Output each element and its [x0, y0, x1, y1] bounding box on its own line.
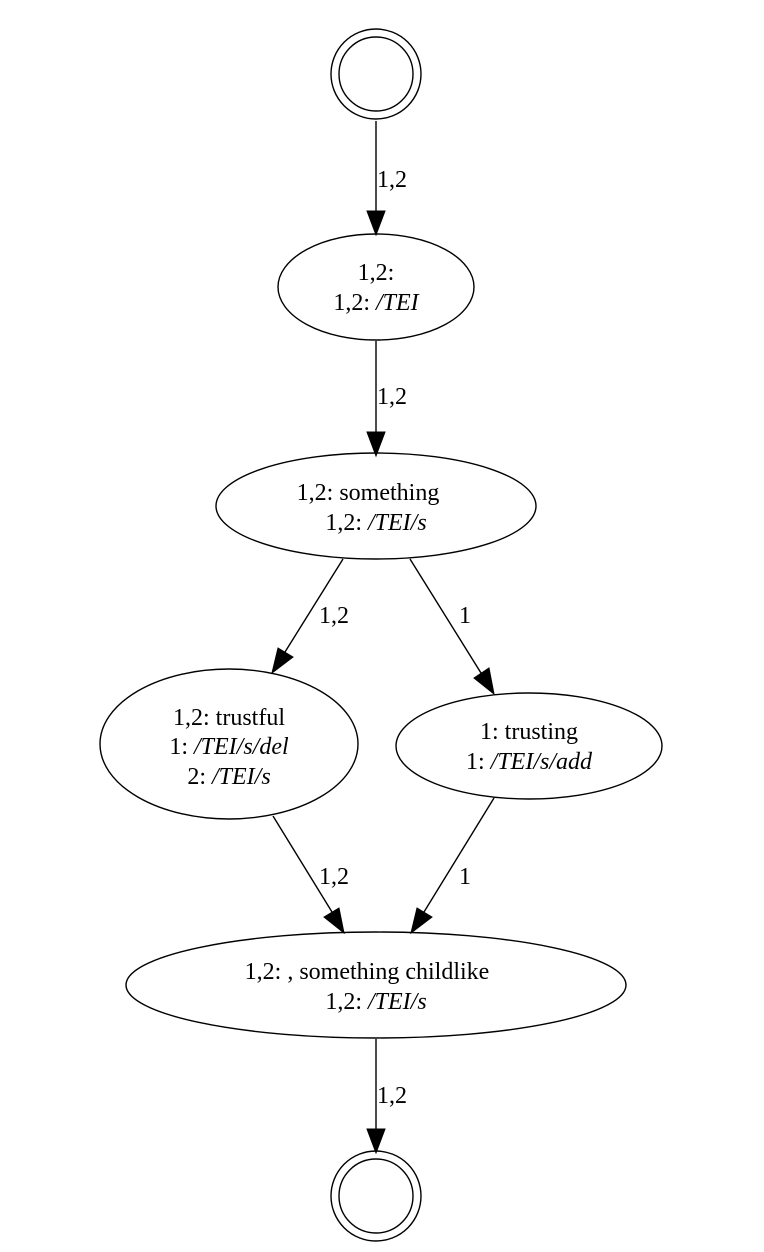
- node-trusting: 1: trusting 1: /TEI/s/add: [395, 692, 663, 800]
- node-text: 1,2: trustful: [173, 705, 285, 731]
- edge-label: 1,2: [377, 1083, 407, 1109]
- edge-n2-to-n4: 1: [409, 558, 495, 696]
- node-trustful: 1,2: trustful 1: /TEI/s/del 2: /TEI/s: [99, 668, 359, 820]
- node-text: 1,2: , something childlike: [245, 959, 490, 985]
- node-witness-path: 2: /TEI/s: [187, 764, 270, 790]
- node-something-childlike: 1,2: , something childlike 1,2: /TEI/s: [125, 931, 627, 1039]
- edge-label: 1,2: [377, 167, 407, 193]
- node-witness-path: 1: /TEI/s/add: [466, 749, 593, 775]
- node-witness-path: 1: /TEI/s/del: [169, 734, 289, 760]
- edge-label: 1: [459, 864, 471, 890]
- node-witness-path: 1,2: /TEI/s: [325, 989, 426, 1015]
- edge-label: 1,2: [319, 603, 349, 629]
- start-node: [330, 28, 422, 120]
- node-witness-path: 1,2: /TEI: [333, 290, 419, 316]
- edge-start-to-n1: 1,2: [366, 121, 407, 237]
- node-text: 1: trusting: [480, 719, 578, 745]
- edge-label: 1,2: [377, 384, 407, 410]
- node-text: 1,2: something: [297, 480, 440, 506]
- node-tei: 1,2: 1,2: /TEI: [277, 233, 475, 341]
- node-witness-path: 1,2: /TEI/s: [325, 510, 426, 536]
- edge-n1-to-n2: 1,2: [366, 341, 407, 458]
- node-text: 1,2:: [358, 260, 395, 286]
- edge-n4-to-n5: 1: [410, 797, 495, 935]
- node-something: 1,2: something 1,2: /TEI/s: [215, 452, 537, 560]
- edge-n2-to-n3: 1,2: [271, 558, 349, 675]
- end-node: [330, 1150, 422, 1242]
- edge-label: 1,2: [319, 864, 349, 890]
- edge-n3-to-n5: 1,2: [272, 815, 349, 935]
- edge-n5-to-end: 1,2: [366, 1039, 407, 1155]
- edge-label: 1: [459, 603, 471, 629]
